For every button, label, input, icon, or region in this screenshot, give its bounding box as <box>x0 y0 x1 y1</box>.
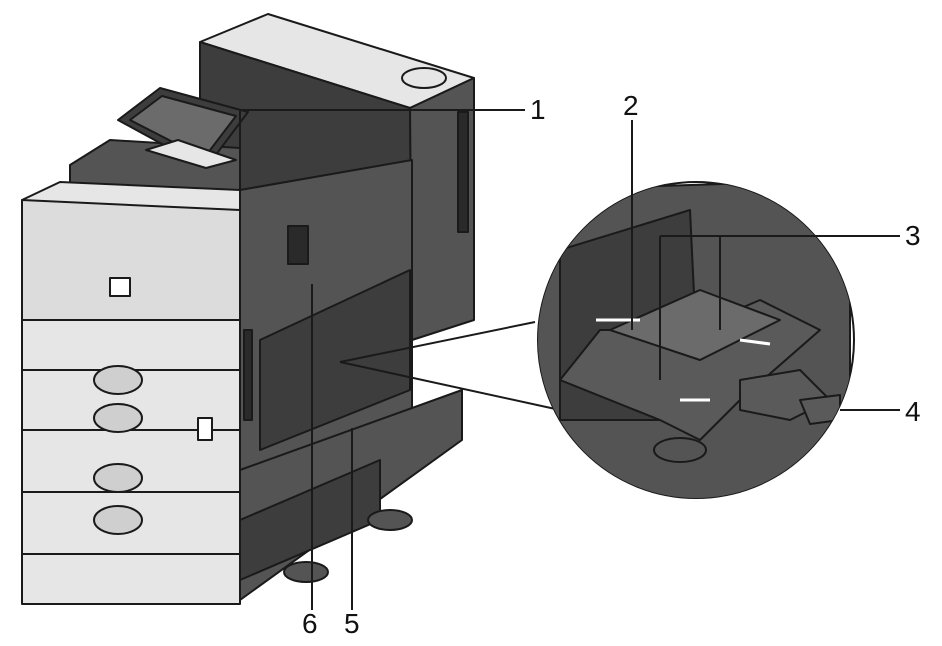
magnifier-circle <box>537 181 855 499</box>
callout-4: 4 <box>905 396 921 427</box>
callout-lines <box>239 109 900 610</box>
callout-1: 1 <box>530 94 546 125</box>
printer-illustration <box>21 13 475 605</box>
callout-5: 5 <box>344 608 360 639</box>
paper-drawers <box>21 319 241 605</box>
callout-6: 6 <box>302 608 318 639</box>
callout-2: 2 <box>623 90 639 121</box>
bypass-tray-illustration <box>538 182 851 498</box>
magnifier-leader <box>339 321 536 363</box>
callout-3: 3 <box>905 220 921 251</box>
